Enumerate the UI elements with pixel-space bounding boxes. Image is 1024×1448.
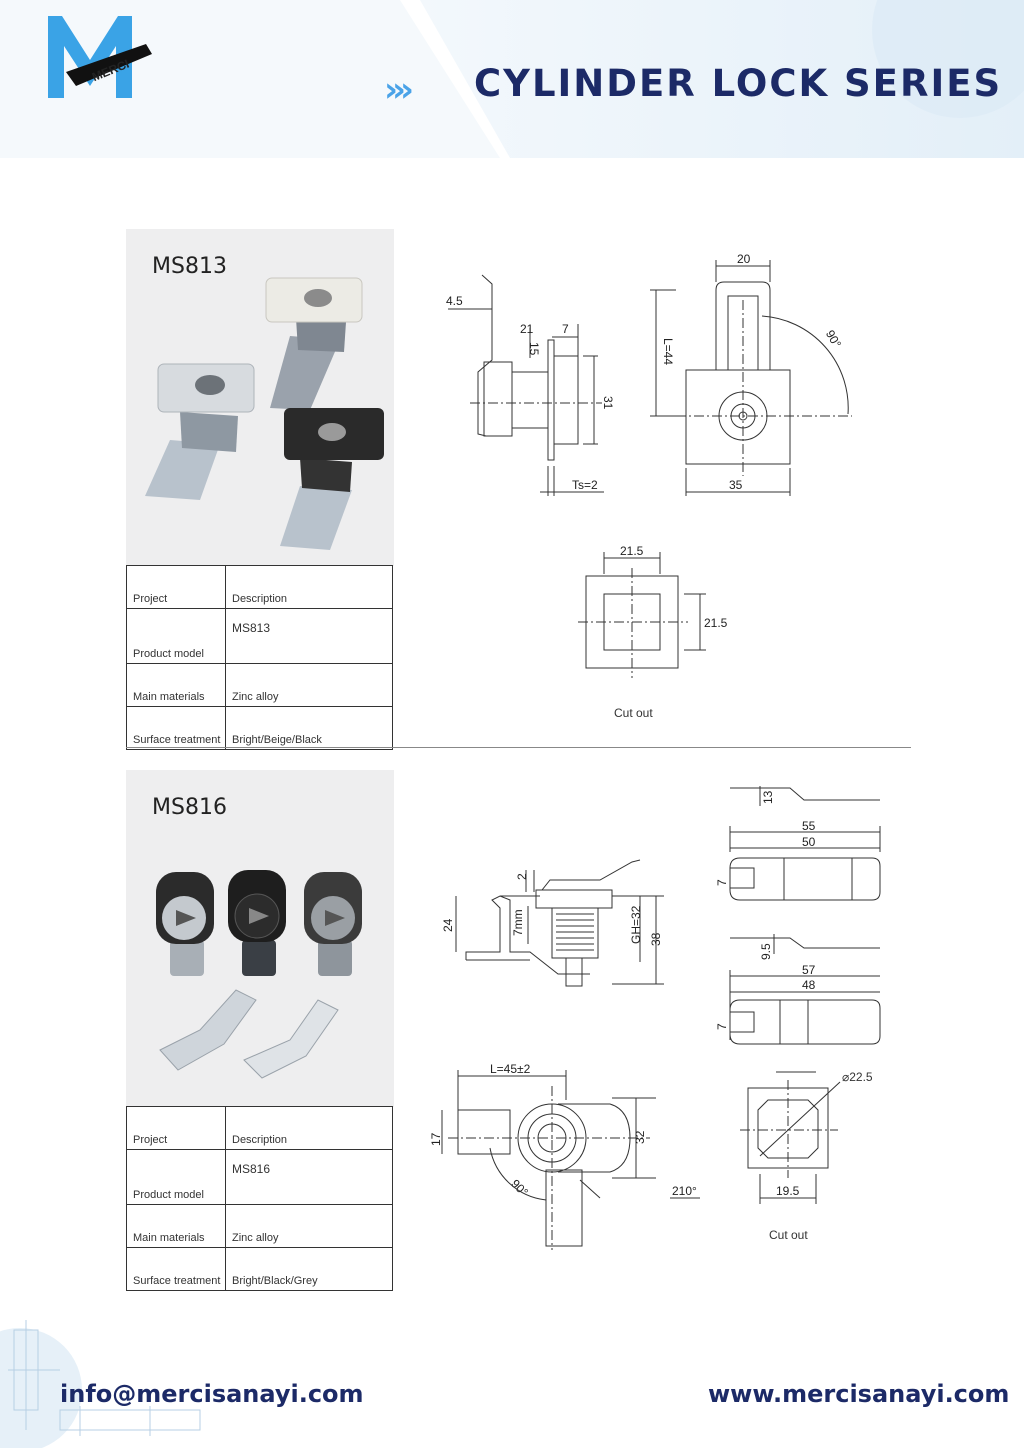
table-row: Product model MS816 bbox=[126, 1149, 393, 1205]
table-cell: Main materials bbox=[126, 1204, 226, 1248]
dim-label: 21 bbox=[520, 322, 534, 336]
dim-label: 7 bbox=[715, 879, 729, 886]
table-row: Product model MS813 bbox=[126, 608, 393, 664]
table-cell: Zinc alloy bbox=[225, 1204, 393, 1248]
model-label-ms816: MS816 bbox=[152, 795, 227, 820]
table-cell: Main materials bbox=[126, 663, 226, 707]
table-cell: Product model bbox=[126, 608, 226, 664]
dim-label: 21.5 bbox=[704, 616, 728, 630]
table-cell: Project bbox=[126, 1106, 226, 1150]
dim-label: 48 bbox=[802, 978, 816, 992]
dim-label: 2 bbox=[515, 873, 529, 880]
dim-label: 13 bbox=[761, 790, 775, 804]
table-row: Surface treatment Bright/Beige/Black bbox=[126, 706, 393, 750]
dim-label: 7 bbox=[562, 322, 569, 336]
dim-label: 31 bbox=[601, 396, 615, 410]
dim-label: 210° bbox=[672, 1184, 697, 1198]
brand-logo: MERCI bbox=[48, 16, 152, 98]
table-row: Main materials Zinc alloy bbox=[126, 1204, 393, 1248]
table-row: Project Description bbox=[126, 1106, 393, 1150]
spec-table-ms816: Project Description Product model MS816 … bbox=[126, 1106, 393, 1291]
dim-label: Ts=2 bbox=[572, 478, 598, 492]
dim-label: 50 bbox=[802, 835, 816, 849]
dim-label: 7 bbox=[715, 1023, 729, 1030]
table-cell: Product model bbox=[126, 1149, 226, 1205]
diameter-icon: ⌀ bbox=[842, 1070, 850, 1084]
dim-label: 4.5 bbox=[446, 294, 463, 308]
dim-label: 9.5 bbox=[759, 943, 773, 960]
table-row: Main materials Zinc alloy bbox=[126, 663, 393, 707]
section-divider bbox=[126, 747, 911, 748]
model-label-ms813: MS813 bbox=[152, 254, 227, 279]
dim-label: L=44 bbox=[661, 338, 675, 365]
dim-label: 55 bbox=[802, 819, 816, 833]
dim-label: 19.5 bbox=[776, 1184, 800, 1198]
table-cell: Bright/Beige/Black bbox=[225, 706, 393, 750]
dim-label: 57 bbox=[802, 963, 816, 977]
page-title: CYLINDER LOCK SERIES bbox=[474, 62, 1003, 105]
table-cell: Zinc alloy bbox=[225, 663, 393, 707]
dim-label: GH=32 bbox=[629, 905, 643, 944]
footer-website[interactable]: www.mercisanayi.com bbox=[708, 1380, 1010, 1408]
table-row: Surface treatment Bright/Black/Grey bbox=[126, 1247, 393, 1291]
table-cell: Surface treatment bbox=[126, 1247, 226, 1291]
dim-label: 90° bbox=[508, 1177, 531, 1200]
cutout-caption-ms813: Cut out bbox=[614, 706, 653, 720]
dim-label: 21.5 bbox=[620, 544, 644, 558]
spec-table-ms813: Project Description Product model MS813 … bbox=[126, 565, 393, 750]
dim-label: 35 bbox=[729, 478, 743, 492]
dim-label: 24 bbox=[441, 918, 455, 932]
table-cell: Description bbox=[225, 1106, 393, 1150]
dim-label: 15 bbox=[527, 342, 541, 356]
dim-label: 17 bbox=[429, 1132, 443, 1146]
dim-label: 38 bbox=[649, 932, 663, 946]
footer-email[interactable]: info@mercisanayi.com bbox=[60, 1380, 364, 1408]
table-cell: Surface treatment bbox=[126, 706, 226, 750]
dim-label: 32 bbox=[633, 1130, 647, 1144]
table-cell: Bright/Black/Grey bbox=[225, 1247, 393, 1291]
dim-label: 20 bbox=[737, 252, 751, 266]
diameter-label: ⌀22.5 bbox=[842, 1070, 873, 1084]
side-view-outline bbox=[477, 274, 493, 437]
cutout-caption-ms816: Cut out bbox=[769, 1228, 808, 1242]
dim-label: 22.5 bbox=[849, 1070, 873, 1084]
table-cell: MS813 bbox=[225, 608, 393, 664]
table-cell: Description bbox=[225, 565, 393, 609]
dim-label: L=45±2 bbox=[490, 1062, 531, 1076]
table-cell: MS816 bbox=[225, 1149, 393, 1205]
dim-label: 7mm bbox=[511, 909, 525, 936]
